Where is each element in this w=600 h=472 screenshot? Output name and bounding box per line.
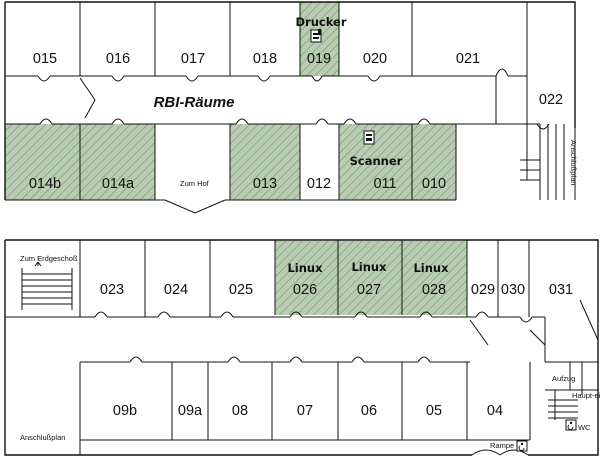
- scanner-icon: [363, 130, 375, 145]
- room-09b-label: 09b: [113, 403, 137, 419]
- linux-027-label: Linux: [351, 260, 387, 274]
- rampe-label: Rampe: [490, 441, 514, 450]
- room-022-label: 022: [539, 92, 563, 108]
- room-019-label: 019: [307, 51, 331, 67]
- room-011-label: 011: [373, 176, 396, 192]
- room-026-label: 026: [293, 282, 317, 298]
- room-026-fill: [275, 241, 338, 315]
- wc-label: WC: [578, 423, 591, 432]
- room-030-label: 030: [501, 282, 525, 298]
- room-05-label: 05: [426, 403, 442, 419]
- aufzug-label: Aufzug: [552, 374, 575, 383]
- room-021-label: 021: [456, 51, 480, 67]
- scanner-label: Scanner: [350, 154, 403, 168]
- wheelchair-icon: [565, 419, 577, 431]
- room-018-label: 018: [253, 51, 277, 67]
- room-028-fill: [402, 241, 467, 315]
- room-014b-label: 014b: [29, 176, 61, 192]
- lower-floor-plan: 023 024 025 026 027 028 029 030 031 09b …: [4, 239, 600, 456]
- room-023-label: 023: [100, 282, 124, 298]
- haupteingang-label: Haupt-eingang: [572, 391, 600, 400]
- room-06-label: 06: [361, 403, 377, 419]
- room-014b-fill: [5, 124, 80, 200]
- linux-028-label: Linux: [413, 261, 449, 275]
- wheelchair-icon: [516, 440, 528, 452]
- room-028-label: 028: [422, 282, 446, 298]
- room-015-label: 015: [33, 51, 57, 67]
- room-014a-label: 014a: [102, 176, 135, 192]
- printer-icon: [310, 29, 322, 43]
- room-014a-fill: [80, 124, 155, 200]
- drucker-label: Drucker: [295, 15, 346, 29]
- room-025-label: 025: [229, 282, 253, 298]
- upper-floor-plan: 015 016 017 018 019 020 021 022 014b 014…: [4, 1, 578, 214]
- rbi-rooms-title: RBI-Räume: [154, 94, 235, 111]
- zum-hof-label: Zum Hof: [180, 179, 210, 188]
- linux-026-label: Linux: [287, 261, 323, 275]
- room-04-label: 04: [487, 403, 503, 419]
- room-010-fill: [412, 124, 456, 200]
- room-013-label: 013: [253, 176, 277, 192]
- room-027-fill: [338, 241, 402, 315]
- room-017-label: 017: [181, 51, 205, 67]
- room-016-label: 016: [106, 51, 130, 67]
- room-027-label: 027: [357, 282, 381, 298]
- room-010-label: 010: [422, 176, 446, 192]
- room-08-label: 08: [232, 403, 248, 419]
- room-07-label: 07: [297, 403, 313, 419]
- room-029-label: 029: [471, 282, 495, 298]
- room-012-label: 012: [307, 176, 331, 192]
- anschlussplan-top-label: Anschlußplan: [569, 140, 578, 185]
- room-020-label: 020: [363, 51, 387, 67]
- anschlussplan-bottom-label: Anschlußplan: [20, 433, 65, 442]
- room-09a-label: 09a: [178, 403, 203, 419]
- room-011-fill: [339, 124, 412, 200]
- room-024-label: 024: [164, 282, 188, 298]
- zum-erdgeschoss-label: Zum Erdgeschoß: [20, 254, 78, 263]
- room-013-fill: [230, 124, 300, 200]
- room-031-label: 031: [549, 282, 573, 298]
